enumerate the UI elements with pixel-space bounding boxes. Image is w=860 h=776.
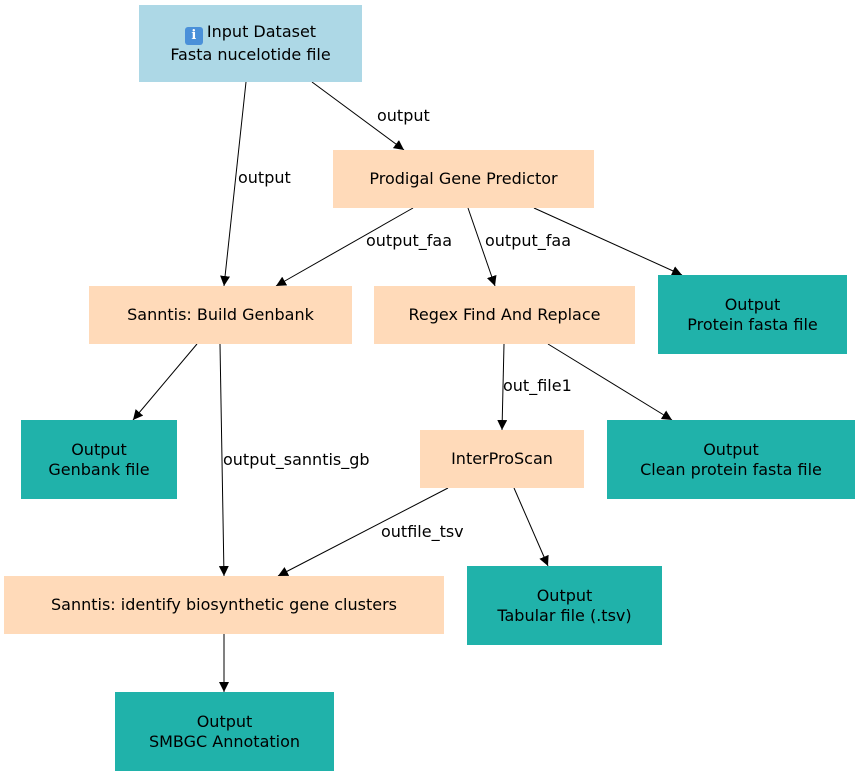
smbgc-output-title: Output	[196, 711, 253, 731]
prodigal-gene-predictor-node[interactable]: Prodigal Gene Predictor	[333, 150, 594, 208]
sanntis-build-label: Sanntis: Build Genbank	[127, 305, 314, 324]
edge-label-prodigal-to-regex: output_faa	[485, 231, 572, 250]
smbgc-output-subtitle: SMBGC Annotation	[148, 731, 301, 751]
protein-output-title: Output	[724, 294, 781, 314]
edge-label-input-to-prodigal: output	[377, 106, 430, 125]
edge-label-interproscan-to-identify: outfile_tsv	[381, 522, 464, 541]
edge-label-regex-to-interproscan: out_file1	[503, 376, 572, 395]
tsv-output-node[interactable]: Output Tabular file (.tsv)	[467, 566, 662, 645]
info-icon: i	[184, 27, 203, 45]
clean-output-subtitle: Clean protein fasta file	[640, 459, 822, 479]
sanntis-identify-node[interactable]: Sanntis: identify biosynthetic gene clus…	[4, 576, 444, 634]
sanntis-identify-label: Sanntis: identify biosynthetic gene clus…	[51, 595, 397, 614]
edge-regex-to-clean-output	[547, 343, 673, 421]
edge-regex-to-interproscan	[497, 343, 508, 431]
edge-sanntis-build-to-identify	[218, 343, 229, 577]
clean-protein-output-node[interactable]: Output Clean protein fasta file	[607, 420, 855, 499]
edge-input-to-sanntis-build	[220, 81, 247, 287]
edge-label-input-to-sanntis-build: output	[238, 168, 291, 187]
prodigal-label: Prodigal Gene Predictor	[369, 169, 558, 188]
edge-input-to-prodigal	[311, 81, 405, 151]
input-dataset-title: Input Dataset	[206, 22, 317, 41]
edge-interproscan-to-tsv-output	[513, 487, 549, 567]
edge-prodigal-to-protein-output	[533, 207, 683, 276]
edge-label-prodigal-to-sanntis-build: output_faa	[366, 231, 453, 250]
protein-fasta-output-node[interactable]: Output Protein fasta file	[658, 275, 847, 354]
interproscan-label: InterProScan	[451, 449, 553, 468]
regex-label: Regex Find And Replace	[408, 305, 601, 324]
protein-output-subtitle: Protein fasta file	[687, 314, 818, 334]
tsv-output-title: Output	[536, 585, 593, 605]
edge-label-sanntis-build-to-identify: output_sanntis_gb	[223, 450, 370, 469]
input-dataset-subtitle: Fasta nucelotide file	[170, 45, 331, 64]
genbank-output-title: Output	[71, 439, 127, 459]
genbank-output-subtitle: Genbank file	[48, 459, 150, 479]
sanntis-build-genbank-node[interactable]: Sanntis: Build Genbank	[89, 286, 352, 344]
tsv-output-subtitle: Tabular file (.tsv)	[497, 605, 632, 625]
edge-prodigal-to-regex	[467, 207, 497, 287]
edge-sanntis-build-to-genbank-output	[132, 343, 198, 421]
smbgc-output-node[interactable]: Output SMBGC Annotation	[115, 692, 334, 771]
clean-output-title: Output	[703, 439, 759, 459]
edge-prodigal-to-sanntis-build	[275, 207, 414, 287]
regex-find-replace-node[interactable]: Regex Find And Replace	[374, 286, 635, 344]
genbank-output-node[interactable]: Output Genbank file	[21, 420, 177, 499]
interproscan-node[interactable]: InterProScan	[420, 430, 584, 488]
edge-interproscan-to-identify	[277, 487, 449, 577]
